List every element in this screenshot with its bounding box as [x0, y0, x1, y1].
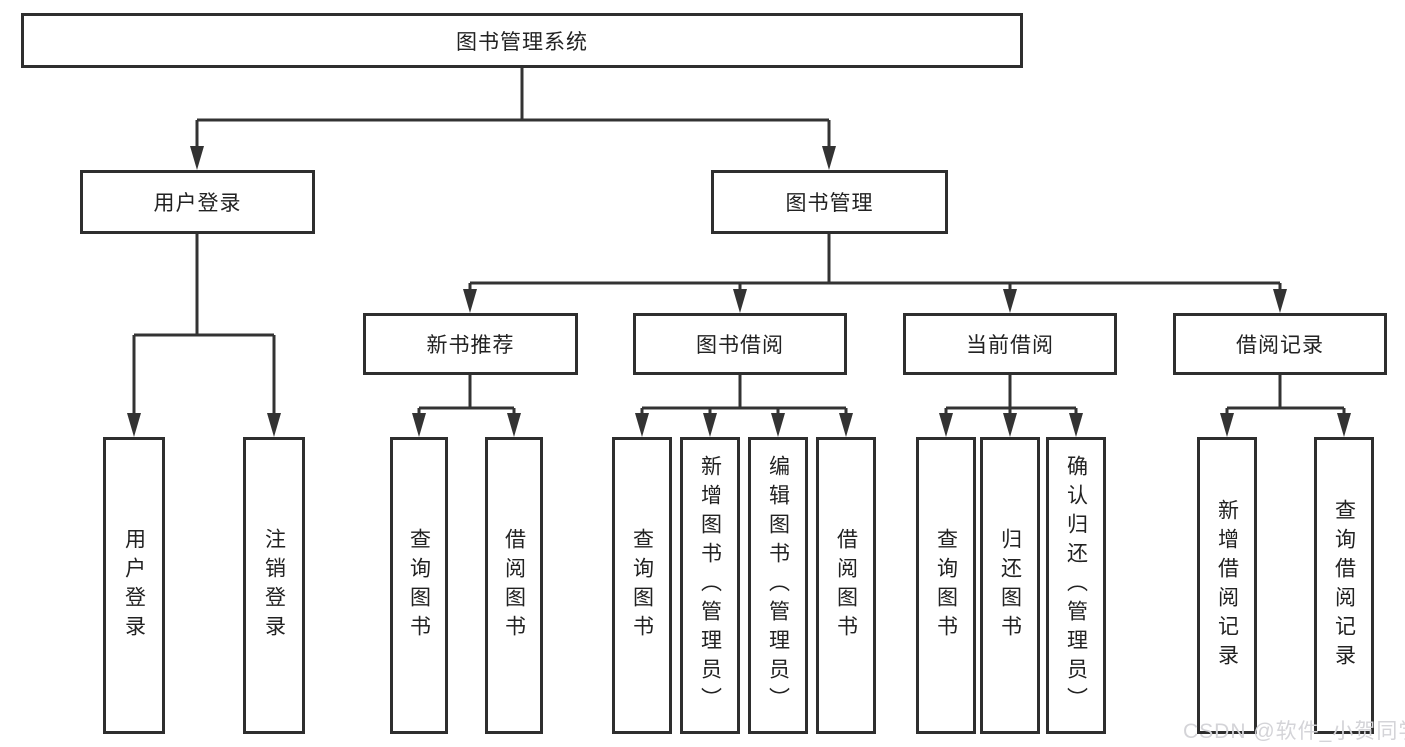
csdn-watermark: CSDN @软件_小贺同学: [1183, 720, 1405, 743]
node-current-borrow-label: 当前借阅: [966, 334, 1054, 357]
arrow-leaf-rec-add: [1220, 413, 1234, 437]
leaf-rec-query-record: 查询借阅记录: [1314, 437, 1374, 734]
arrow-leaf-cb-query: [939, 413, 953, 437]
leaf-cb-query-books: 查询图书: [916, 437, 976, 734]
leaf-nb-borrow-books-label: 借阅图书: [502, 527, 526, 644]
leaf-bb-borrow-books-label: 借阅图书: [834, 527, 858, 644]
edge-book-borrow-stems: [640, 408, 848, 417]
arrow-leaf-rec-query: [1337, 413, 1351, 437]
node-borrow-records: 借阅记录: [1173, 313, 1387, 375]
leaf-cb-confirm-return-admin-label: 确认归还（管理员）: [1064, 455, 1088, 716]
leaf-cb-return-books: 归还图书: [980, 437, 1040, 734]
leaf-cb-query-books-label: 查询图书: [934, 527, 958, 644]
arrow-borrow-records: [1273, 289, 1287, 313]
leaf-nb-query-books: 查询图书: [390, 437, 448, 734]
arrow-leaf-login: [127, 413, 141, 437]
leaf-logout-label: 注销登录: [262, 527, 286, 644]
arrowheads: [127, 146, 1351, 437]
arrow-leaf-bb-borrow: [839, 413, 853, 437]
leaf-nb-query-books-label: 查询图书: [407, 527, 431, 644]
node-book-management: 图书管理: [711, 170, 948, 234]
arrow-leaf-nb-borrow: [507, 413, 521, 437]
node-user-login-label: 用户登录: [153, 192, 242, 215]
node-borrow-records-label: 借阅记录: [1236, 334, 1324, 357]
arrow-current-borrow: [1003, 289, 1017, 313]
node-book-borrow-label: 图书借阅: [696, 334, 784, 357]
leaf-rec-add-record-label: 新增借阅记录: [1215, 498, 1239, 673]
arrow-book-borrow: [733, 289, 747, 313]
leaf-cb-confirm-return-admin: 确认归还（管理员）: [1046, 437, 1106, 734]
node-book-management-label: 图书管理: [785, 192, 874, 215]
leaf-bb-query-books-label: 查询图书: [630, 527, 654, 644]
leaf-nb-borrow-books: 借阅图书: [485, 437, 543, 734]
arrow-leaf-bb-query: [635, 413, 649, 437]
leaf-user-login-label: 用户登录: [122, 527, 146, 644]
node-root-label: 图书管理系统: [456, 30, 588, 54]
arrow-leaf-bb-edit: [771, 413, 785, 437]
node-root: 图书管理系统: [21, 13, 1023, 68]
leaf-rec-add-record: 新增借阅记录: [1197, 437, 1257, 734]
arrow-new-book: [463, 289, 477, 313]
leaf-rec-query-record-label: 查询借阅记录: [1332, 498, 1356, 673]
arrow-user-login: [190, 146, 204, 170]
arrow-leaf-bb-add: [703, 413, 717, 437]
leaf-bb-borrow-books: 借阅图书: [816, 437, 876, 734]
arrow-leaf-nb-query: [412, 413, 426, 437]
leaf-user-login: 用户登录: [103, 437, 165, 734]
node-current-borrow: 当前借阅: [903, 313, 1117, 375]
arrow-leaf-cb-return: [1003, 413, 1017, 437]
node-new-book-recommend-label: 新书推荐: [426, 334, 515, 357]
arrow-leaf-cb-confirm: [1069, 413, 1083, 437]
arrow-leaf-logout: [267, 413, 281, 437]
leaf-logout: 注销登录: [243, 437, 305, 734]
leaf-bb-edit-books-admin: 编辑图书（管理员）: [748, 437, 808, 734]
leaf-bb-add-books-admin: 新增图书（管理员）: [680, 437, 740, 734]
leaf-bb-query-books: 查询图书: [612, 437, 672, 734]
leaf-cb-return-books-label: 归还图书: [998, 527, 1022, 644]
leaf-bb-add-books-admin-label: 新增图书（管理员）: [698, 455, 722, 716]
arrow-book-management: [822, 146, 836, 170]
leaf-bb-edit-books-admin-label: 编辑图书（管理员）: [766, 455, 790, 716]
node-user-login: 用户登录: [80, 170, 315, 234]
node-book-borrow: 图书借阅: [633, 313, 847, 375]
node-new-book-recommend: 新书推荐: [363, 313, 578, 375]
